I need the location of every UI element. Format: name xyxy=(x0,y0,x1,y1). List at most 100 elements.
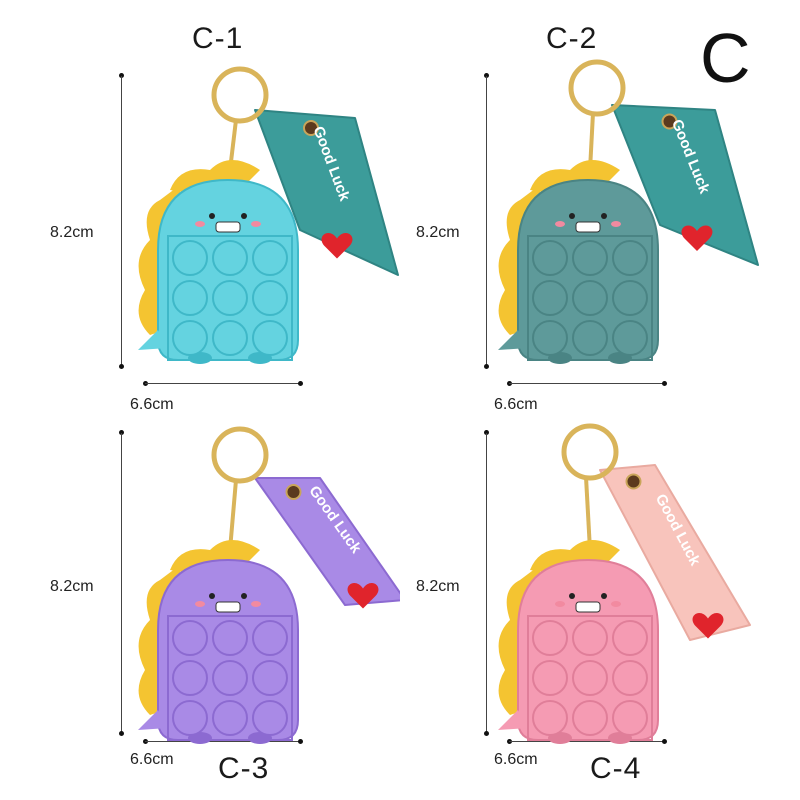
pop-bubble xyxy=(532,240,568,276)
pop-bubble xyxy=(612,280,648,316)
dimension-tick xyxy=(298,381,303,386)
pop-bubble xyxy=(172,660,208,696)
pop-bubble xyxy=(612,700,648,736)
dimension-tick xyxy=(662,381,667,386)
heart-icon xyxy=(347,583,379,609)
strap-rivet xyxy=(303,120,319,136)
keychain-pop-purse-image: Good Luck xyxy=(498,59,759,364)
height-label: 8.2cm xyxy=(416,578,460,595)
product-group: Good Luck xyxy=(498,423,751,744)
height-line xyxy=(121,433,122,733)
product-panel-c2: C-2 8.2cm 6.6cm Good Luck xyxy=(400,0,800,413)
dimension-tick xyxy=(662,739,667,744)
dino-tail xyxy=(498,710,528,730)
teeth xyxy=(215,601,241,613)
key-ring xyxy=(561,423,619,481)
pop-bubble xyxy=(172,240,208,276)
dimension-tick xyxy=(484,73,489,78)
dino-tail xyxy=(138,330,168,350)
width-label: 6.6cm xyxy=(130,751,174,768)
eye-icon xyxy=(601,213,607,219)
heart-icon xyxy=(321,233,353,259)
pop-bubble xyxy=(612,320,648,356)
product-panel-c3: C-3 8.2cm 6.6cm Good Luck xyxy=(0,400,400,800)
pop-bubble xyxy=(252,620,288,656)
pop-bubble xyxy=(212,320,248,356)
width-line xyxy=(509,383,664,384)
product-group: Good Luck xyxy=(138,426,400,744)
keychain-pop-purse-image: Good Luck xyxy=(138,426,400,744)
pop-bubble xyxy=(172,700,208,736)
pop-bubble xyxy=(212,620,248,656)
teeth xyxy=(575,221,601,233)
bubble-grid xyxy=(167,235,293,361)
wrist-strap xyxy=(611,104,759,266)
wrist-strap xyxy=(254,477,400,606)
cheek xyxy=(611,601,621,607)
keychain-pop-purse-image: Good Luck xyxy=(498,423,751,744)
height-label: 8.2cm xyxy=(416,224,460,241)
width-line xyxy=(145,383,300,384)
dimension-tick xyxy=(484,364,489,369)
bubble-grid xyxy=(527,235,653,361)
dino-tail xyxy=(138,710,168,730)
pop-bubble xyxy=(572,320,608,356)
dino-tail xyxy=(498,330,528,350)
width-line xyxy=(145,741,300,742)
dimension-tick xyxy=(119,731,124,736)
pop-bubble xyxy=(252,240,288,276)
width-line xyxy=(509,741,664,742)
strap-rivet xyxy=(625,473,642,490)
pop-bubble xyxy=(172,620,208,656)
lobster-clasp xyxy=(228,479,238,551)
wrist-strap xyxy=(254,109,399,276)
cheek xyxy=(195,601,205,607)
pop-bubble xyxy=(212,240,248,276)
pop-bubble xyxy=(252,280,288,316)
pop-bubble xyxy=(572,280,608,316)
eye-icon xyxy=(209,213,215,219)
set-label: C xyxy=(700,19,751,97)
teeth xyxy=(215,221,241,233)
eye-icon xyxy=(569,593,575,599)
eye-icon xyxy=(209,593,215,599)
key-ring xyxy=(211,66,269,124)
width-label: 6.6cm xyxy=(494,396,538,413)
wrist-strap xyxy=(599,464,751,641)
pop-bubble xyxy=(212,280,248,316)
pop-bubble xyxy=(252,660,288,696)
width-label: 6.6cm xyxy=(494,751,538,768)
eye-icon xyxy=(241,213,247,219)
pop-bubble xyxy=(172,320,208,356)
cheek xyxy=(195,221,205,227)
pop-bubble xyxy=(572,240,608,276)
variant-code: C-3 xyxy=(218,752,270,785)
pop-bubble xyxy=(532,660,568,696)
dimension-tick xyxy=(119,430,124,435)
pop-bubble xyxy=(172,280,208,316)
key-ring xyxy=(211,426,269,484)
strap-rivet xyxy=(285,484,302,500)
dimension-tick xyxy=(298,739,303,744)
height-label: 8.2cm xyxy=(50,224,94,241)
bubble-grid xyxy=(167,615,293,741)
height-label: 8.2cm xyxy=(50,578,94,595)
pop-bubble xyxy=(572,700,608,736)
eye-icon xyxy=(569,213,575,219)
width-label: 6.6cm xyxy=(130,396,174,413)
pop-bubble xyxy=(252,700,288,736)
height-line xyxy=(486,76,487,366)
dimension-tick xyxy=(119,73,124,78)
variant-code: C-2 xyxy=(546,22,598,55)
strap-rivet xyxy=(661,113,678,130)
product-group: Good Luck xyxy=(498,59,759,364)
product-panel-c4: C-4 8.2cm 6.6cm Good Luck xyxy=(400,400,800,800)
pop-bubble xyxy=(532,280,568,316)
pop-bubble xyxy=(252,320,288,356)
cheek xyxy=(251,601,261,607)
teeth xyxy=(575,601,601,613)
dimension-tick xyxy=(484,430,489,435)
pop-bubble xyxy=(212,660,248,696)
cheek xyxy=(251,221,261,227)
eye-icon xyxy=(601,593,607,599)
